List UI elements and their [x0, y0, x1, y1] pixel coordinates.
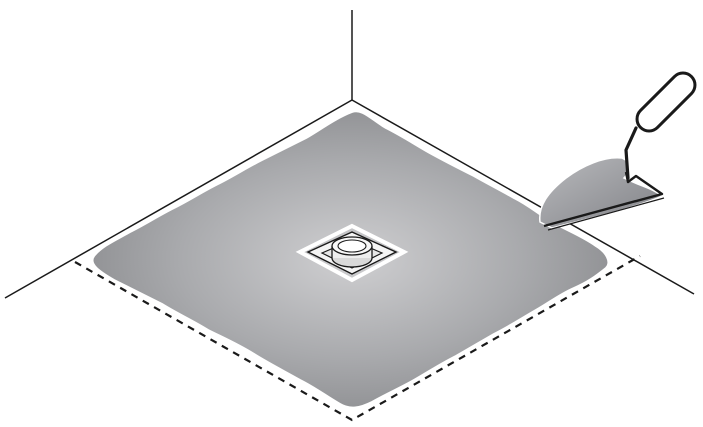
trowel-mortar-heap	[540, 158, 662, 228]
trowel-handle	[632, 68, 700, 136]
drain-ring-inner	[338, 240, 366, 252]
trowel-icon	[540, 68, 700, 230]
trowel-shank	[626, 128, 636, 178]
